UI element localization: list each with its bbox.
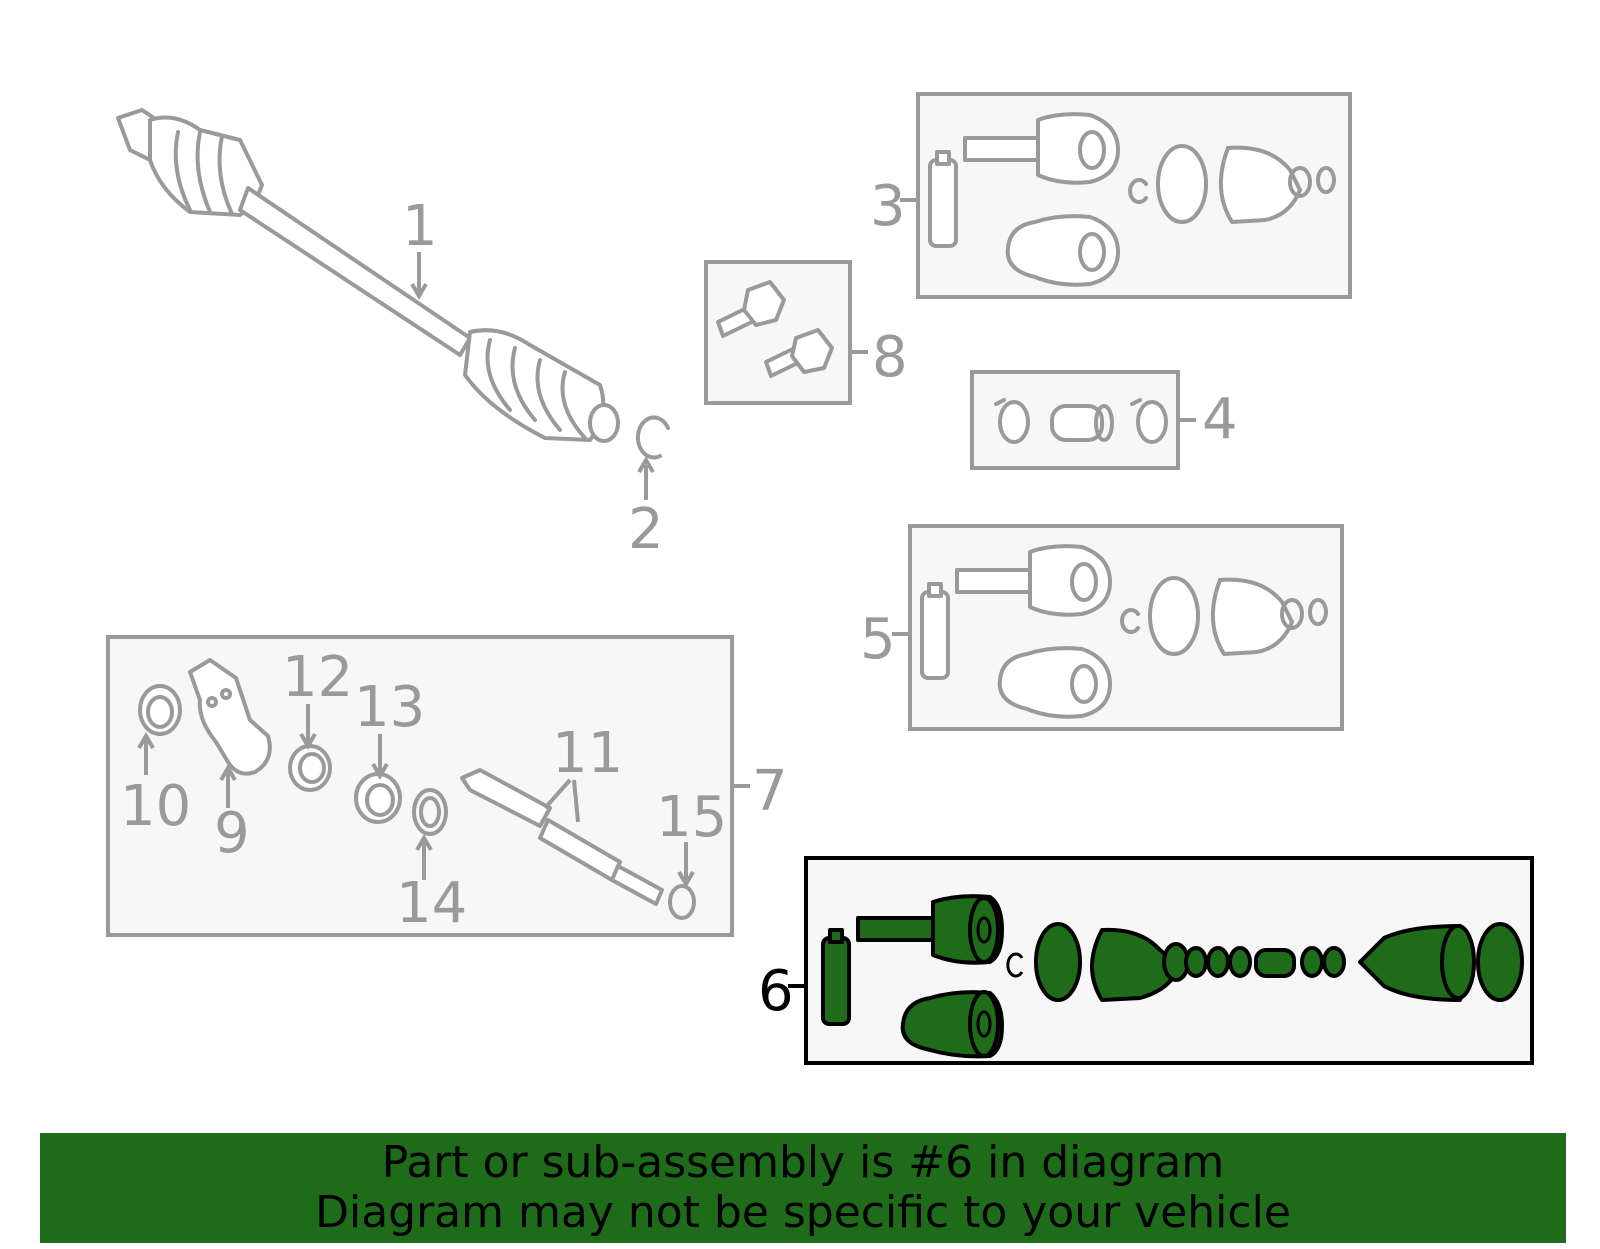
callout-5: 5 bbox=[860, 607, 896, 672]
callout-6: 6 bbox=[758, 959, 794, 1024]
callout-9: 9 bbox=[214, 801, 250, 866]
axle-assembly-part-6 bbox=[821, 894, 1524, 1059]
boot-clamps-part-4 bbox=[994, 398, 1168, 444]
callout-11: 11 bbox=[552, 721, 623, 786]
bolts-part-8 bbox=[716, 280, 834, 378]
cv-joint-kit-part-5 bbox=[920, 544, 1328, 719]
callout-7: 7 bbox=[752, 759, 788, 824]
callout-14: 14 bbox=[396, 871, 467, 936]
cv-joint-kit-part-3 bbox=[928, 112, 1336, 287]
callout-3: 3 bbox=[870, 174, 906, 239]
info-banner: Part or sub-assembly is #6 in diagram Di… bbox=[40, 1133, 1566, 1243]
callout-13: 13 bbox=[354, 675, 425, 740]
callout-10: 10 bbox=[120, 774, 191, 839]
callout-12: 12 bbox=[282, 645, 353, 710]
intermediate-shaft-parts-7 bbox=[138, 658, 696, 920]
callout-15: 15 bbox=[656, 785, 727, 850]
callout-8: 8 bbox=[872, 325, 908, 390]
banner-line-1: Part or sub-assembly is #6 in diagram bbox=[381, 1137, 1225, 1188]
banner-line-2: Diagram may not be specific to your vehi… bbox=[315, 1187, 1291, 1238]
callout-2: 2 bbox=[628, 497, 664, 562]
circlip-part-2 bbox=[635, 415, 670, 460]
axle-shaft-part-1 bbox=[116, 108, 620, 443]
callout-4: 4 bbox=[1202, 387, 1238, 452]
callout-1: 1 bbox=[402, 194, 438, 259]
